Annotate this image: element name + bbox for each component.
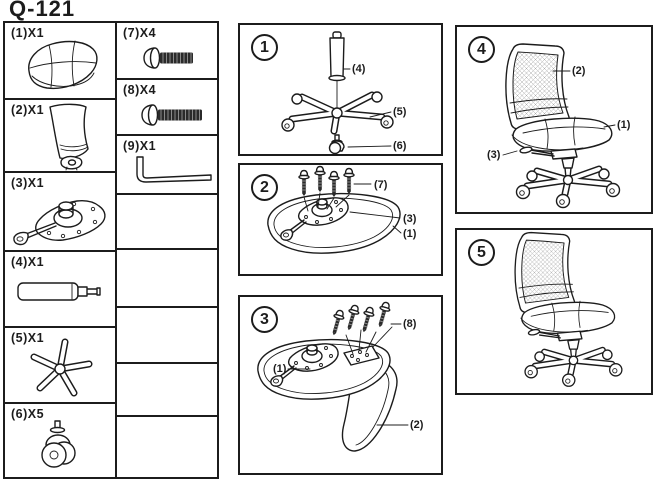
part-label: (3)X1 xyxy=(11,176,45,190)
callout-gas-lift: (4) xyxy=(352,63,366,75)
gas-lift-drawing xyxy=(17,282,101,301)
allen-key-drawing xyxy=(136,156,212,183)
page-title: Q-121 xyxy=(9,0,76,21)
step-4-panel: 4 (2) (1) (3) xyxy=(455,25,653,214)
part-cell-gas-lift: (4)X1 xyxy=(5,252,115,328)
parts-table-empty-cell xyxy=(117,417,217,475)
callout-base: (5) xyxy=(393,106,407,118)
callout-seat: (1) xyxy=(403,228,417,240)
parts-table: (1)X1 (2)X1 xyxy=(3,21,219,479)
bolt-short-drawing xyxy=(143,47,193,69)
step-3-panel: 3 (8) (1) (2) xyxy=(238,295,443,475)
part-cell-backrest: (2)X1 xyxy=(5,100,115,173)
callout-bolt: (8) xyxy=(403,318,417,330)
parts-table-empty-cell xyxy=(117,195,217,250)
callout-seat: (1) xyxy=(273,363,287,375)
bolt-long-drawing xyxy=(141,104,202,126)
step-3-drawing xyxy=(257,300,409,452)
seat-cushion-drawing xyxy=(28,40,98,90)
tilt-mechanism-drawing xyxy=(13,200,106,246)
parts-table-left-column: (1)X1 (2)X1 xyxy=(5,23,115,477)
step-4-number: 4 xyxy=(468,36,495,63)
step-4-drawing xyxy=(457,27,651,212)
part-label: (7)X4 xyxy=(123,26,157,40)
step-5-number: 5 xyxy=(468,239,495,266)
step-5-panel: 5 xyxy=(455,228,653,395)
step-3-number: 3 xyxy=(251,306,278,333)
caster-drawing xyxy=(41,420,76,468)
callout-backrest: (2) xyxy=(410,419,424,431)
part-label: (2)X1 xyxy=(11,103,45,117)
part-label: (6)X5 xyxy=(11,407,45,421)
step-1-panel: 1 (4) (5) (6) xyxy=(238,23,443,156)
parts-table-empty-cell xyxy=(117,308,217,364)
part-cell-allen-key: (9)X1 xyxy=(117,136,217,195)
part-label: (8)X4 xyxy=(123,83,157,97)
callout-mechanism: (3) xyxy=(403,213,417,225)
step-2-drawing xyxy=(267,165,402,254)
step-2-panel: 2 (7) (3) (1) xyxy=(238,163,443,276)
callout-backrest: (2) xyxy=(572,65,586,77)
five-star-base-drawing xyxy=(30,338,93,397)
parts-table-right-column: (7)X4 (8)X4 xyxy=(115,23,217,477)
callout-lever: (3) xyxy=(487,149,501,161)
callout-caster: (6) xyxy=(393,140,407,152)
part-cell-bolt-long: (8)X4 xyxy=(117,80,217,136)
part-cell-base: (5)X1 xyxy=(5,328,115,404)
part-label: (5)X1 xyxy=(11,331,45,345)
parts-table-empty-cell xyxy=(117,364,217,417)
parts-table-empty-cell xyxy=(117,250,217,308)
callout-seat: (1) xyxy=(617,119,631,131)
part-label: (9)X1 xyxy=(123,139,157,153)
callout-bolt: (7) xyxy=(374,179,388,191)
part-cell-seat-cushion: (1)X1 xyxy=(5,23,115,100)
backrest-drawing xyxy=(49,103,89,171)
part-label: (1)X1 xyxy=(11,26,45,40)
step-1-drawing xyxy=(281,31,394,155)
step-2-number: 2 xyxy=(251,174,278,201)
part-label: (4)X1 xyxy=(11,255,45,269)
part-cell-caster: (6)X5 xyxy=(5,404,115,475)
part-cell-bolt-short: (7)X4 xyxy=(117,23,217,80)
step-1-number: 1 xyxy=(251,34,278,61)
part-cell-mechanism: (3)X1 xyxy=(5,173,115,252)
